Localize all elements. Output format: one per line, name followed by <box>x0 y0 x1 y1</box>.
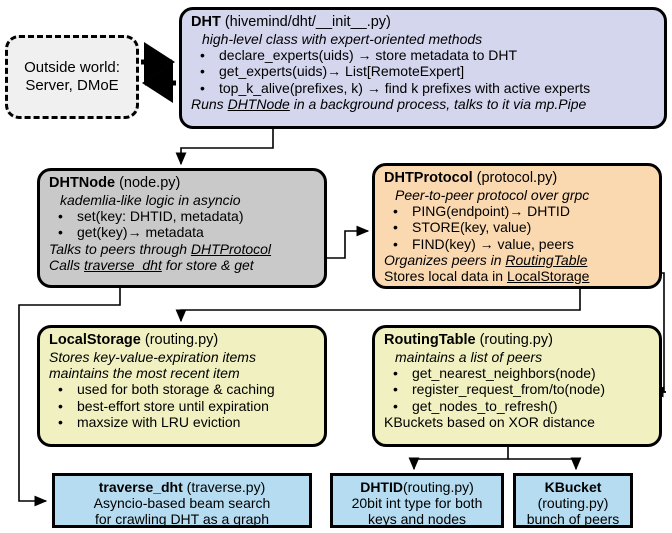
dhtprotocol-footer-1: Organizes peers in RoutingTable <box>384 251 588 268</box>
dht-bullet-2: top_k_alive(prefixes, k) → find k prefix… <box>191 80 657 96</box>
routingtable-subtitle: maintains a list of peers <box>395 348 543 365</box>
dhtprotocol-body: DHTProtocol (protocol.py) Peer-to-peer p… <box>375 166 659 289</box>
traverse-line3: for crawling DHT as a graph <box>94 511 270 528</box>
routingtable-footer: KBuckets based on XOR distance <box>384 413 595 430</box>
dhtprotocol-bullet-1: STORE(key, value) <box>384 219 652 235</box>
localstorage-bullet-2: maxsize with LRU eviction <box>49 414 317 430</box>
dhtnode-body: DHTNode (node.py) kademlia-like logic in… <box>40 171 324 278</box>
kbucket-file: (routing.py) <box>537 495 609 512</box>
dhtnode-bullet-0: set(key: DHTID, metadata) <box>49 208 317 224</box>
dhtnode-subtitle: kademlia-like logic in asyncio <box>60 191 241 208</box>
node-dhtnode[interactable]: DHTNode (node.py) kademlia-like logic in… <box>37 168 327 288</box>
node-dhtprotocol[interactable]: DHTProtocol (protocol.py) Peer-to-peer p… <box>372 163 662 289</box>
dhtid-body: DHTID(routing.py) 20bit int type for bot… <box>333 476 501 531</box>
edge-routingtable-to-leaves <box>408 447 582 471</box>
kbucket-line3: bunch of peers <box>526 511 620 528</box>
dhtprotocol-subtitle: Peer-to-peer protocol over grpc <box>395 186 590 203</box>
dht-title: DHT (hivemind/dht/__init__.py) <box>191 14 391 30</box>
dhtid-title: DHTID(routing.py) <box>360 479 474 495</box>
routingtable-bullet-2: get_nodes_to_refresh() <box>384 398 652 414</box>
node-traverse-dht[interactable]: traverse_dht (traverse.py) Asyncio-based… <box>52 473 312 528</box>
dhtid-line2: 20bit int type for both <box>351 495 483 512</box>
localstorage-bullet-1: best-effort store until expiration <box>49 398 317 414</box>
localstorage-title: LocalStorage (routing.py) <box>49 332 219 348</box>
traverse-line2: Asyncio-based beam search <box>93 495 271 512</box>
dht-bullet-1: get_experts(uids)→ List[RemoteExpert] <box>191 63 657 79</box>
dhtprotocol-title: DHTProtocol (protocol.py) <box>384 170 558 186</box>
dhtprotocol-bullet-2: FIND(key) → value, peers <box>384 236 652 252</box>
dhtprotocol-link-localstorage[interactable]: LocalStorage <box>506 267 590 284</box>
node-outside-world[interactable]: Outside world: Server, DMoE <box>5 35 139 119</box>
dht-body: DHT (hivemind/dht/__init__.py) high-leve… <box>182 10 664 117</box>
node-kbucket[interactable]: KBucket (routing.py) bunch of peers <box>513 473 633 528</box>
node-dhtid[interactable]: DHTID(routing.py) 20bit int type for bot… <box>330 473 504 528</box>
kbucket-body: KBucket (routing.py) bunch of peers <box>516 476 630 531</box>
dhtnode-link-dhtprotocol[interactable]: DHTProtocol <box>190 240 272 257</box>
dhtnode-title: DHTNode (node.py) <box>49 175 181 191</box>
localstorage-body: LocalStorage (routing.py) Stores key-val… <box>40 328 324 435</box>
dhtnode-footer-1: Talks to peers through DHTProtocol <box>49 240 272 257</box>
routingtable-body: RoutingTable (routing.py) maintains a li… <box>375 328 659 435</box>
node-routingtable[interactable]: RoutingTable (routing.py) maintains a li… <box>372 325 662 447</box>
dhtprotocol-bullet-0: PING(endpoint)→ DHTID <box>384 203 652 219</box>
routingtable-title: RoutingTable (routing.py) <box>384 332 553 348</box>
dhtnode-link-traverse[interactable]: traverse_dht <box>84 256 162 273</box>
dht-bullet-0: declare_experts(uids) → store metadata t… <box>191 47 657 63</box>
kbucket-title: KBucket <box>544 479 602 495</box>
node-dht[interactable]: DHT (hivemind/dht/__init__.py) high-leve… <box>179 7 667 129</box>
dht-footer: Runs DHTNode in a background process, ta… <box>191 95 587 112</box>
dhtprotocol-footer-2: Stores local data in LocalStorage <box>384 267 590 284</box>
dht-link-dhtnode[interactable]: DHTNode <box>227 95 290 112</box>
localstorage-subtitle-1: Stores key-value-expiration items <box>49 348 256 365</box>
outside-world-text: Outside world: Server, DMoE <box>24 59 120 95</box>
traverse-body: traverse_dht (traverse.py) Asyncio-based… <box>55 476 309 531</box>
dhtnode-footer-2: Calls traverse_dht for store & get <box>49 256 254 273</box>
localstorage-subtitle-2: maintains the most recent item <box>49 365 240 382</box>
edge-dht-to-dhtnode <box>175 129 274 166</box>
dht-subtitle: high-level class with expert-oriented me… <box>202 30 483 47</box>
dhtid-line3: keys and nodes <box>367 511 467 528</box>
node-localstorage[interactable]: LocalStorage (routing.py) Stores key-val… <box>37 325 327 447</box>
outside-world-line2: Server, DMoE <box>25 77 119 94</box>
outside-world-line1: Outside world: <box>24 59 120 76</box>
localstorage-bullet-0: used for both storage & caching <box>49 381 317 397</box>
edge-dhtprotocol-to-localstorage <box>175 289 581 323</box>
routingtable-bullet-0: get_nearest_neighbors(node) <box>384 365 652 381</box>
dhtnode-bullet-1: get(key)→ metadata <box>49 224 317 240</box>
traverse-title: traverse_dht (traverse.py) <box>98 479 266 495</box>
dhtprotocol-link-routingtable[interactable]: RoutingTable <box>505 251 588 268</box>
routingtable-bullet-1: register_request_from/to(node) <box>384 381 652 397</box>
